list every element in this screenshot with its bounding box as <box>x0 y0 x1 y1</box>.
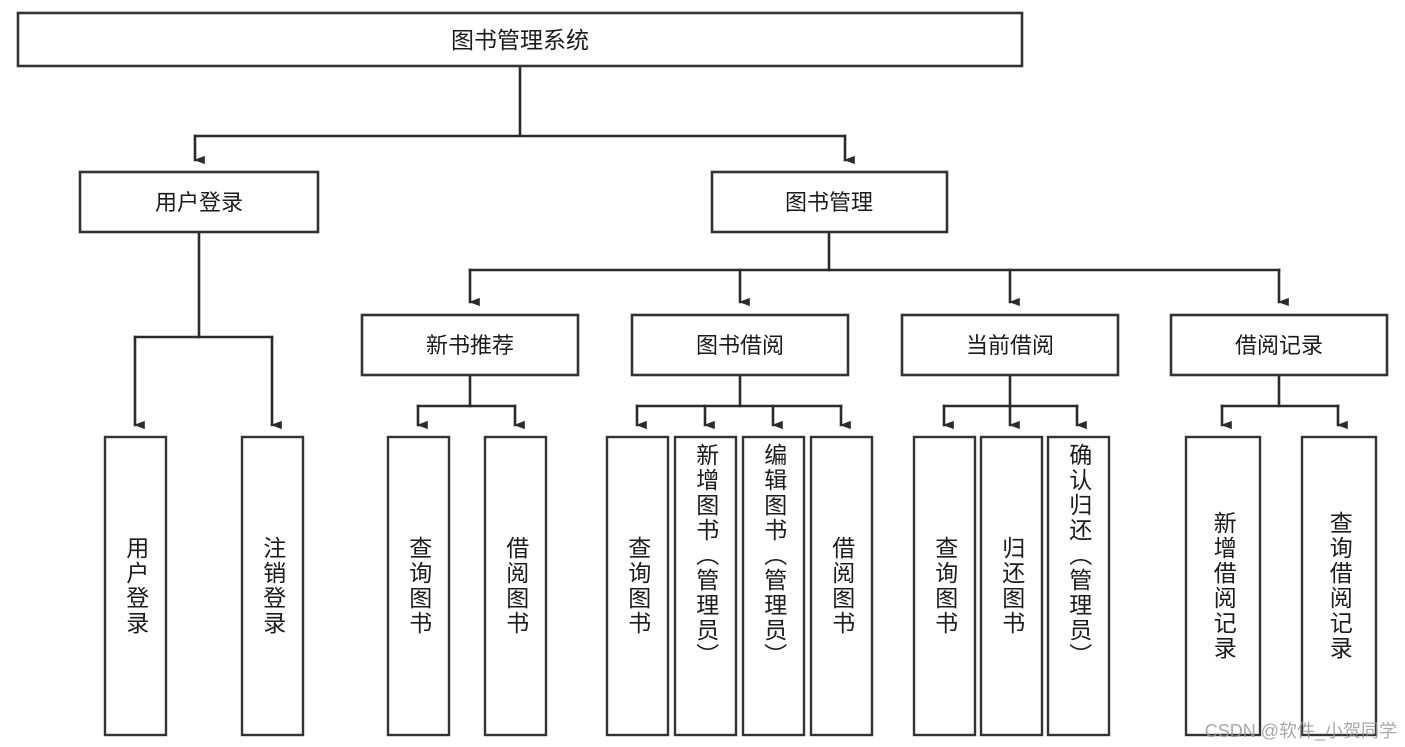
connector-group-book-manage <box>468 230 1289 307</box>
node-book-manage[interactable]: 图书管理 <box>710 170 949 234</box>
node-current-borrow[interactable]: 当前借阅 <box>900 313 1120 377</box>
node-book-manage-label: 图书管理 <box>785 190 873 215</box>
connector-group-new-book-recommend <box>416 373 525 430</box>
connector-group-book-borrow <box>635 373 851 430</box>
node-leaf-edit-book-box[interactable] <box>741 435 806 737</box>
node-leaf-query-book-2-box[interactable] <box>605 435 670 737</box>
node-book-borrow[interactable]: 图书借阅 <box>630 313 850 377</box>
node-user-login-box[interactable] <box>78 170 320 234</box>
node-leaf-borrow-book-1-box[interactable] <box>483 435 548 737</box>
node-leaf-query-book-3-box[interactable] <box>912 435 977 737</box>
node-book-borrow-label: 图书借阅 <box>696 333 784 358</box>
node-new-book-recommend[interactable]: 新书推荐 <box>360 313 580 377</box>
node-root-label: 图书管理系统 <box>451 27 589 53</box>
csdn-watermark: CSDN @软件_小贺同学 <box>1204 721 1397 741</box>
node-leaf-add-book-box[interactable] <box>673 435 738 737</box>
node-book-manage-box[interactable] <box>710 170 949 234</box>
node-current-borrow-box[interactable] <box>900 313 1120 377</box>
node-book-borrow-box[interactable] <box>630 313 850 377</box>
connector-group-root <box>193 64 855 165</box>
connector-group-current-borrow <box>942 373 1087 430</box>
leaf-boxes <box>103 435 1378 737</box>
node-borrow-record-box[interactable] <box>1169 313 1389 377</box>
node-leaf-query-book-1-box[interactable] <box>386 435 451 737</box>
node-new-book-recommend-label: 新书推荐 <box>426 333 514 358</box>
node-borrow-record-label: 借阅记录 <box>1235 333 1323 358</box>
node-leaf-borrow-book-2-box[interactable] <box>809 435 874 737</box>
node-root[interactable]: 图书管理系统 <box>16 11 1024 68</box>
node-borrow-record[interactable]: 借阅记录 <box>1169 313 1389 377</box>
node-leaf-add-record-box[interactable] <box>1184 435 1262 737</box>
node-root-box[interactable] <box>16 11 1024 68</box>
node-user-login[interactable]: 用户登录 <box>78 170 320 234</box>
node-leaf-user-logout-box[interactable] <box>240 435 305 737</box>
node-leaf-user-login-box[interactable] <box>103 435 168 737</box>
node-current-borrow-label: 当前借阅 <box>966 333 1054 358</box>
node-user-login-label: 用户登录 <box>155 190 243 215</box>
connector-group-borrow-record <box>1220 373 1348 430</box>
node-leaf-query-record-box[interactable] <box>1300 435 1378 737</box>
node-leaf-confirm-return-box[interactable] <box>1046 435 1111 737</box>
node-new-book-recommend-box[interactable] <box>360 313 580 377</box>
connector-group-user-login <box>133 230 282 430</box>
node-leaf-return-book-box[interactable] <box>979 435 1044 737</box>
